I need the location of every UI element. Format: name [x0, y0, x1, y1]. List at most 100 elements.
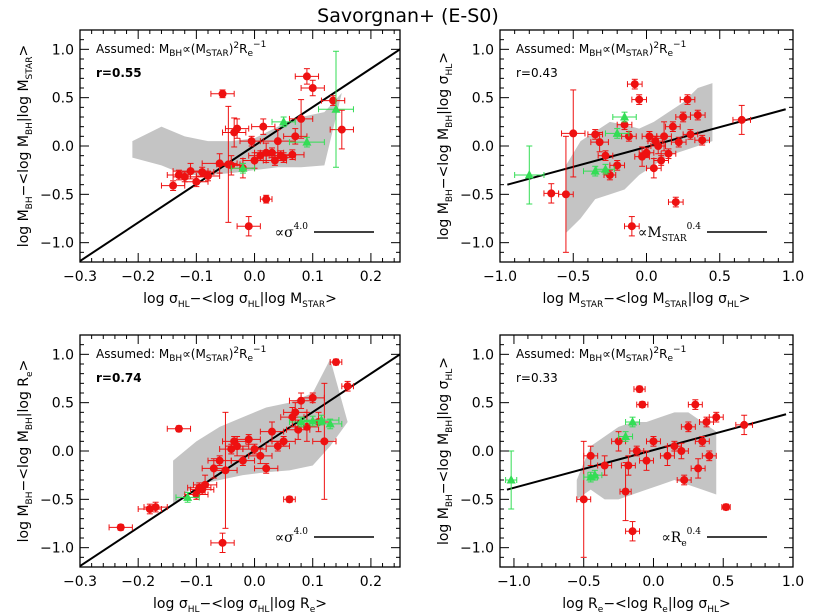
red-point	[650, 137, 667, 155]
marker	[218, 89, 227, 98]
red-point	[230, 455, 256, 466]
red-point	[590, 131, 609, 153]
marker	[702, 418, 711, 426]
marker	[680, 476, 689, 484]
x-tick-label: 0.2	[360, 574, 382, 590]
y-axis-label: log MBH−<log MBH|log σHL>	[436, 357, 455, 545]
red-point	[259, 129, 296, 154]
marker	[614, 437, 623, 446]
slope-label: ∝MSTAR0.4	[638, 222, 701, 244]
marker	[259, 122, 268, 131]
red-point	[660, 148, 677, 160]
marker	[677, 447, 686, 455]
marker	[624, 461, 633, 470]
y-tick-label: 0.0	[472, 139, 494, 155]
marker	[279, 437, 288, 446]
marker	[649, 164, 658, 173]
marker	[547, 189, 556, 198]
marker	[268, 148, 276, 157]
red-point	[195, 170, 221, 182]
marker	[244, 435, 253, 444]
y-tick-label: 0.0	[52, 139, 74, 155]
red-point	[286, 419, 311, 440]
marker	[698, 136, 707, 145]
marker	[506, 475, 516, 484]
marker	[627, 222, 636, 231]
red-point	[329, 109, 354, 150]
x-tick-label: 0.5	[712, 574, 734, 590]
marker	[151, 503, 160, 512]
red-point	[636, 400, 649, 409]
fit-line	[80, 48, 400, 262]
marker	[569, 129, 578, 138]
marker	[712, 413, 721, 422]
marker	[297, 114, 306, 123]
y-tick-label: −0.5	[460, 492, 494, 508]
correlation-label: r=0.55	[96, 66, 142, 80]
x-axis-label: log MSTAR−<log MSTAR|log σHL>	[543, 291, 751, 310]
red-point	[735, 414, 754, 436]
red-point	[242, 443, 267, 455]
red-point	[701, 450, 717, 462]
red-point	[690, 458, 706, 479]
y-tick-label: 1.0	[52, 347, 74, 363]
red-point	[673, 442, 689, 460]
marker	[679, 113, 688, 121]
marker	[590, 470, 600, 479]
marker	[244, 222, 253, 231]
red-point	[236, 216, 261, 237]
green-point	[303, 414, 340, 426]
red-point	[597, 150, 614, 161]
marker	[737, 115, 746, 124]
marker	[250, 445, 259, 454]
y-tick-label: 0.0	[472, 444, 494, 460]
red-point	[543, 183, 560, 204]
marker	[270, 156, 279, 165]
red-point	[108, 523, 133, 532]
marker	[247, 137, 256, 146]
red-point	[670, 136, 687, 148]
y-tick-label: −1.0	[460, 541, 494, 557]
marker	[288, 150, 297, 159]
red-point	[222, 117, 247, 148]
marker	[343, 382, 352, 391]
x-tick-label: −0.3	[63, 574, 97, 590]
x-tick-label: −0.1	[179, 269, 213, 285]
red-point	[259, 421, 285, 442]
y-tick-label: 1.0	[472, 347, 494, 363]
marker	[649, 437, 658, 446]
y-tick-label: −1.0	[40, 541, 74, 557]
red-point	[721, 503, 731, 512]
red-point	[184, 176, 209, 188]
x-tick-label: 0.0	[635, 269, 657, 285]
x-tick-label: 1.0	[782, 269, 804, 285]
red-point	[210, 89, 235, 99]
assumed-annotation: Assumed: MBH∝(MSTAR)2Re−1	[96, 345, 266, 364]
green-point	[587, 469, 603, 481]
marker	[221, 466, 230, 475]
marker	[674, 138, 683, 147]
marker	[591, 130, 600, 139]
marker	[294, 425, 303, 434]
red-point	[680, 421, 696, 433]
marker	[325, 418, 335, 428]
slope-label: ∝σ4.0	[275, 527, 309, 546]
marker	[332, 358, 340, 367]
marker	[621, 487, 630, 496]
marker	[620, 112, 630, 121]
red-point	[609, 160, 626, 171]
red-point	[689, 109, 706, 121]
red-point	[320, 95, 346, 106]
y-tick-label: 0.5	[472, 396, 494, 412]
assumed-annotation: Assumed: MBH∝(MSTAR)2Re−1	[96, 40, 266, 59]
green-point	[604, 128, 630, 139]
red-point	[224, 118, 250, 139]
marker	[654, 142, 663, 150]
marker	[632, 447, 641, 455]
marker	[308, 393, 317, 402]
marker	[600, 461, 609, 470]
red-point	[160, 180, 186, 191]
marker	[201, 480, 210, 489]
